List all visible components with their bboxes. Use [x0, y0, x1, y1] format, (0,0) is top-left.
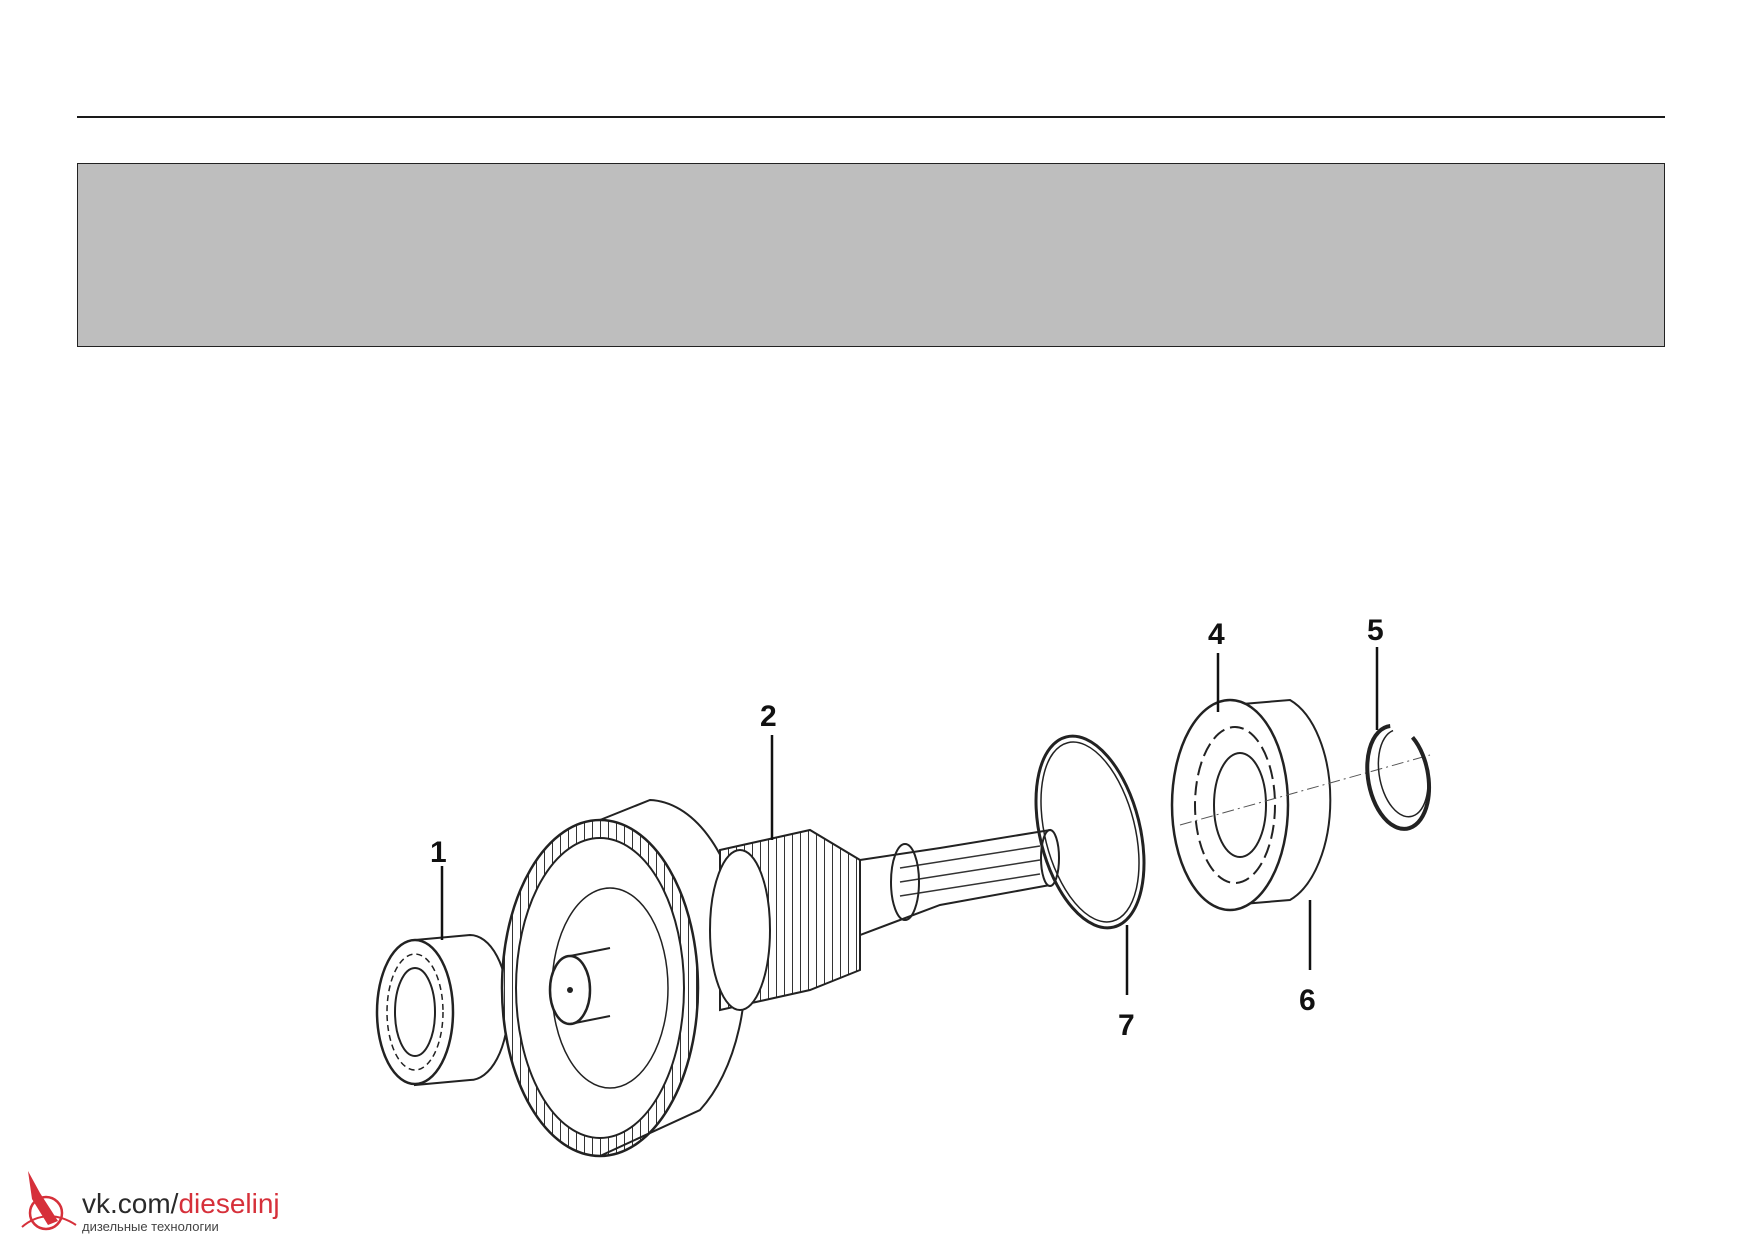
snap-ring-part: [1365, 724, 1432, 831]
callout-2: 2: [760, 700, 777, 733]
top-divider-line: [77, 116, 1665, 118]
callout-4: 4: [1208, 618, 1225, 651]
roller-bearing-part: [375, 933, 510, 1087]
callout-7: 7: [1118, 1009, 1135, 1042]
gear-shaft-part: [500, 798, 1060, 1158]
callout-6: 6: [1299, 984, 1316, 1017]
seal-ring-part: [1034, 734, 1146, 930]
header-band: [77, 163, 1665, 347]
callout-5: 5: [1367, 614, 1384, 647]
ball-bearing-part: [1170, 698, 1431, 912]
callout-1: 1: [430, 836, 447, 869]
watermark-subtitle: дизельные технологии: [82, 1219, 219, 1234]
watermark-site: vk.com/dieselinj: [82, 1188, 280, 1219]
injector-logo-icon: [21, 1171, 77, 1231]
